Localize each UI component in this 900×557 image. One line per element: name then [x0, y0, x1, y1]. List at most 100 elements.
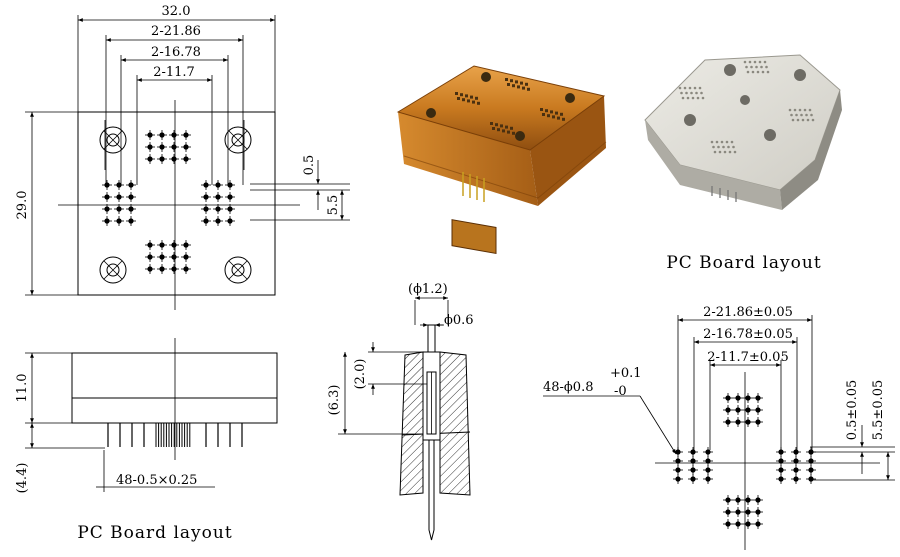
board-hole: [733, 405, 743, 415]
contact-pad: [520, 81, 523, 85]
board-hole: [743, 495, 753, 505]
board-hole: [791, 465, 801, 475]
contact-pad: [455, 92, 458, 95]
contact-pad: [515, 80, 518, 84]
contact-pad: [560, 112, 563, 116]
contact-pad: [505, 78, 508, 81]
dim-pin-length: (4.4): [15, 463, 30, 494]
contact-hole: [720, 140, 724, 144]
contact-hole: [718, 150, 722, 154]
contact-hole: [725, 140, 729, 144]
pin-hole: [114, 180, 124, 190]
board-hole: [723, 393, 733, 403]
layout-dim-pitch: 0.5±0.05: [845, 380, 860, 441]
board-hole: [733, 417, 743, 427]
contact-hole: [743, 60, 747, 64]
pin-tail: [428, 440, 435, 541]
board-hole: [806, 465, 816, 475]
pin-hole: [225, 216, 235, 226]
pin-hole: [225, 192, 235, 202]
contact-pad: [557, 116, 560, 120]
contact-hole: [681, 96, 685, 100]
pin-hole: [157, 130, 167, 140]
contact-hole: [795, 113, 798, 117]
dim-row-spacing-11: 2-11.7: [153, 65, 195, 80]
contact-pad: [475, 96, 478, 100]
contact-hole: [745, 65, 748, 69]
pin-hole: [126, 216, 136, 226]
board-hole: [688, 447, 698, 457]
dim-overall-width: 32.0: [162, 4, 191, 19]
contact-pad: [525, 82, 528, 86]
board-hole: [753, 405, 763, 415]
side-view: 11.0 (4.4) 48-0.5×0.25 PC Board layout: [15, 338, 278, 543]
contact-hole: [700, 91, 703, 95]
board-hole: [688, 456, 698, 466]
board-hole: [753, 417, 763, 427]
dim-outer-diameter: (ϕ1.2): [408, 282, 448, 297]
contact-hole: [753, 60, 757, 64]
dim-row-spacing-16: 2-16.78: [151, 45, 201, 60]
layout-tol-plus: +0.1: [610, 366, 642, 381]
contact-pad: [527, 87, 530, 91]
contact-hole: [696, 96, 700, 100]
contact-pad: [462, 98, 465, 102]
board-hole: [743, 519, 753, 529]
contact-hole: [790, 113, 793, 117]
pin-hole: [145, 252, 155, 262]
housing-left: [399, 351, 424, 496]
board-hole: [743, 507, 753, 517]
contact-pad: [550, 110, 553, 114]
caption-pc-board-layout-left: PC Board layout: [77, 523, 232, 543]
pin-hole: [114, 192, 124, 202]
board-layout: 2-21.86±0.05 2-16.78±0.05 2-11.7±0.05 48…: [543, 305, 895, 550]
pin-hole: [181, 264, 191, 274]
contact-pad: [510, 79, 513, 83]
contact-hole: [701, 96, 705, 100]
board-hole: [688, 465, 698, 475]
dim-inner-diameter: ϕ0.6: [444, 313, 474, 328]
contact-pad: [512, 84, 515, 88]
pin-hole: [225, 204, 235, 214]
contact-hole: [715, 140, 719, 144]
contact-hole: [746, 70, 750, 74]
contact-pad: [555, 111, 558, 115]
contact-hole: [712, 145, 715, 149]
contact-pad: [497, 128, 500, 132]
mounting-hole: [224, 256, 252, 284]
contact-pad: [505, 125, 508, 129]
contact-hole: [693, 86, 697, 90]
pin-hole: [225, 180, 235, 190]
contact-hole: [691, 96, 695, 100]
contact-pad: [507, 83, 510, 86]
pin-hole: [181, 154, 191, 164]
contact-hole: [695, 91, 698, 95]
contact-pad: [540, 108, 543, 111]
contact-hole: [730, 140, 734, 144]
pin-array: [102, 130, 235, 274]
pin-hole: [157, 240, 167, 250]
dim-pin-count: 48-0.5×0.25: [116, 473, 197, 488]
contact-pad: [512, 131, 515, 135]
board-hole: [753, 495, 763, 505]
board-hole: [776, 456, 786, 466]
board-hole: [743, 393, 753, 403]
contact-hole: [763, 60, 767, 64]
pin-hole: [213, 216, 223, 226]
contact-hole: [698, 86, 702, 90]
board-hole: [723, 417, 733, 427]
contact-pad: [467, 99, 470, 103]
contact-pad: [495, 123, 498, 127]
contact-pad: [517, 85, 520, 89]
pin-hole: [213, 192, 223, 202]
contact-hole: [805, 113, 808, 117]
pin-hole: [145, 154, 155, 164]
pin-hole: [213, 180, 223, 190]
contact-hole: [796, 118, 800, 122]
board-hole: [806, 456, 816, 466]
dim-body-height: 11.0: [15, 374, 30, 403]
pin-hole: [181, 142, 191, 152]
contact-hole: [680, 91, 683, 95]
mounting-hole: [224, 126, 252, 154]
board-hole: [703, 474, 713, 484]
